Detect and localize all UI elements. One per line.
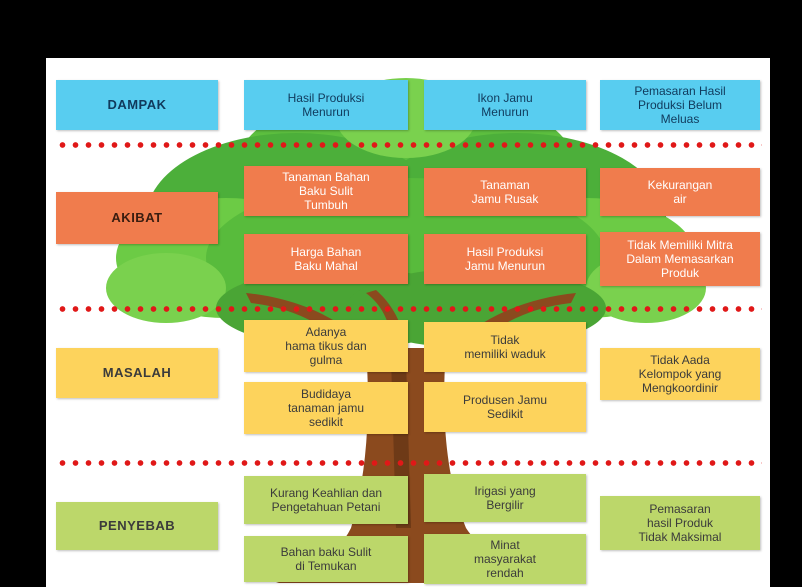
penyebab-box-2: Irigasi yang Bergilir	[424, 474, 586, 522]
penyebab-box-1: Kurang Keahlian dan Pengetahuan Petani	[244, 476, 408, 524]
dampak-box-2: Ikon Jamu Menurun	[424, 80, 586, 130]
divider-dotted-3	[56, 460, 762, 466]
label-dampak: DAMPAK	[56, 80, 218, 130]
label-masalah: MASALAH	[56, 348, 218, 398]
akibat-box-2: Tanaman Jamu Rusak	[424, 168, 586, 216]
divider-dotted-2	[56, 306, 762, 312]
masalah-box-5: Produsen Jamu Sedikit	[424, 382, 586, 432]
divider-dotted-1	[56, 142, 762, 148]
problem-tree-canvas: DAMPAK Hasil Produksi Menurun Ikon Jamu …	[46, 58, 770, 587]
masalah-box-3: Tidak Aada Kelompok yang Mengkoordinir	[600, 348, 760, 400]
penyebab-box-3: Pemasaran hasil Produk Tidak Maksimal	[600, 496, 760, 550]
akibat-box-3: Kekurangan air	[600, 168, 760, 216]
akibat-box-5: Hasil Produksi Jamu Menurun	[424, 234, 586, 284]
penyebab-box-4: Bahan baku Sulit di Temukan	[244, 536, 408, 582]
akibat-box-4: Harga Bahan Baku Mahal	[244, 234, 408, 284]
akibat-box-6: Tidak Memiliki Mitra Dalam Memasarkan Pr…	[600, 232, 760, 286]
masalah-box-4: Budidaya tanaman jamu sedikit	[244, 382, 408, 434]
masalah-box-1: Adanya hama tikus dan gulma	[244, 320, 408, 372]
label-penyebab: PENYEBAB	[56, 502, 218, 550]
akibat-box-1: Tanaman Bahan Baku Sulit Tumbuh	[244, 166, 408, 216]
dampak-box-3: Pemasaran Hasil Produksi Belum Meluas	[600, 80, 760, 130]
penyebab-box-5: Minat masyarakat rendah	[424, 534, 586, 584]
label-akibat: AKIBAT	[56, 192, 218, 244]
masalah-box-2: Tidak memiliki waduk	[424, 322, 586, 372]
dampak-box-1: Hasil Produksi Menurun	[244, 80, 408, 130]
